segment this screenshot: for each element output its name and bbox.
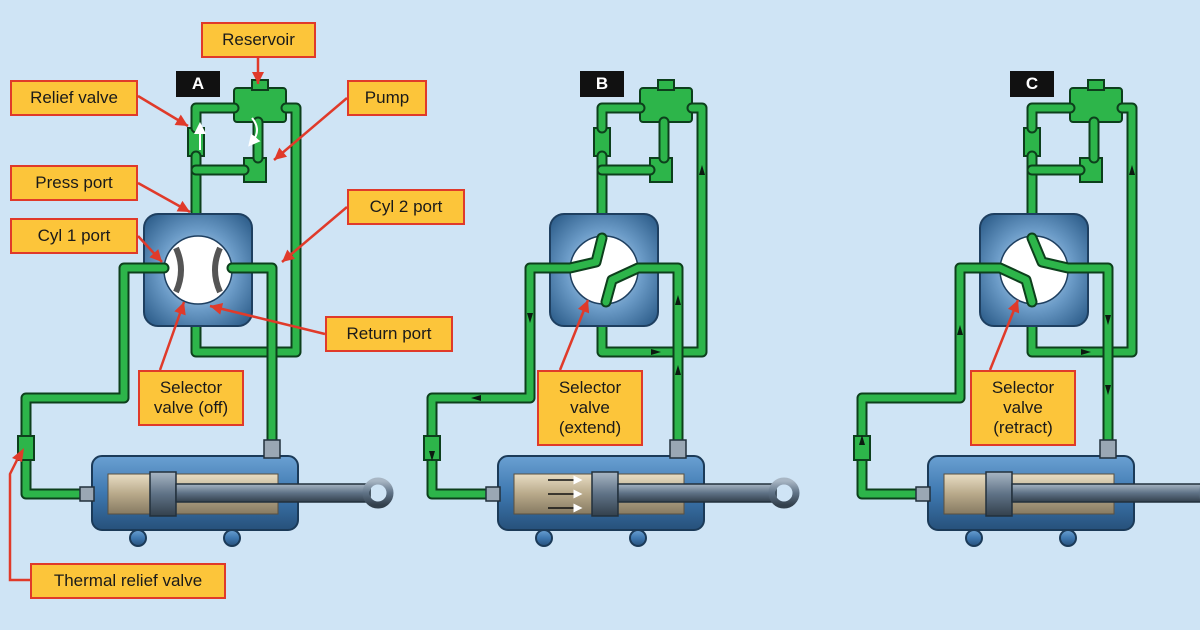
panel-a-piston	[149, 471, 177, 517]
panel-badge-b: B	[580, 71, 624, 97]
panel-a-line-cyl2	[228, 264, 276, 444]
panel-b-fitting-cyl1	[485, 486, 501, 502]
label-selector-off: Selector valve (off)	[138, 370, 244, 426]
panel-b-line-return	[598, 104, 706, 356]
panel-c-reservoir-cap	[1087, 79, 1105, 91]
label-selector-retract: Selector valve (retract)	[970, 370, 1076, 446]
label-pump: Pump	[347, 80, 427, 116]
pointer-selector-off	[158, 301, 186, 371]
panel-a-line-return	[192, 104, 300, 356]
panel-a-piston-rod	[175, 483, 371, 503]
panel-c-piston	[985, 471, 1013, 517]
pointer-relief-valve-head	[174, 114, 188, 126]
panel-b-line-cyl2	[602, 264, 682, 444]
label-return-port: Return port	[325, 316, 453, 352]
panel-c-cylinder-mount-left	[965, 529, 983, 547]
label-thermal-relief-valve: Thermal relief valve	[30, 563, 226, 599]
label-selector-extend: Selector valve (extend)	[537, 370, 643, 446]
label-cyl2-port: Cyl 2 port	[347, 189, 465, 225]
label-press-port: Press port	[10, 165, 138, 201]
panel-b-line-cyl1	[428, 234, 606, 498]
panel-a-rotor-land-left	[173, 246, 184, 294]
label-relief-valve: Relief valve	[10, 80, 138, 116]
panel-a-reservoir-cap	[251, 79, 269, 91]
pointer-return-port	[209, 304, 326, 336]
label-reservoir: Reservoir	[201, 22, 316, 58]
panel-c-line-cyl2	[1028, 234, 1112, 444]
panel-b-flow-arrow-4	[675, 295, 681, 305]
panel-c-line-return	[1028, 104, 1136, 356]
panel-b-cylinder-mount-right	[629, 529, 647, 547]
panel-b-flow-arrow-1	[527, 313, 533, 323]
panel-c-cylinder-mount-right	[1059, 529, 1077, 547]
pointer-thermal-relief-valve	[8, 457, 30, 582]
panel-b-flow-arrow-2	[471, 395, 481, 401]
panel-b-line-relief-return	[598, 104, 644, 132]
panel-c-fitting-cyl1	[915, 486, 931, 502]
panel-badge-c: C	[1010, 71, 1054, 97]
panel-a-rotor-land-right	[212, 246, 223, 294]
panel-a-cylinder-mount-left	[129, 529, 147, 547]
pointer-selector-extend	[558, 299, 590, 371]
panel-c-flow-arrow-1	[1105, 315, 1111, 325]
pointer-selector-retract	[988, 299, 1020, 371]
panel-a-fitting-cyl1	[79, 486, 95, 502]
pointer-selector-extend-head	[577, 300, 590, 314]
panel-badge-a: A	[176, 71, 220, 97]
pointer-thermal-relief-valve-head	[12, 448, 24, 462]
pointer-selector-off-head	[174, 302, 186, 316]
pointer-reservoir-head	[252, 72, 264, 84]
panel-c-flow-arrow-6	[1081, 349, 1091, 355]
panel-a-line-relief-return	[192, 104, 238, 132]
panel-b-flow-arrow-5	[675, 365, 681, 375]
panel-b-cylinder-mount-left	[535, 529, 553, 547]
panel-a-selector-valve-rotor	[163, 235, 233, 305]
panel-c-flow-arrow-2	[1105, 385, 1111, 395]
panel-c-flow-arrow-5	[1129, 165, 1135, 175]
pointer-cyl2-port-head	[282, 249, 296, 262]
panel-a-pump-flow-arrow	[248, 117, 261, 147]
panel-a-fitting-cyl2	[263, 439, 281, 459]
panel-b-piston	[591, 471, 619, 517]
panel-a-rod-end-eye	[362, 477, 394, 509]
panel-c-line-relief-return	[1028, 104, 1074, 132]
panel-c-piston-rod	[1011, 483, 1200, 503]
panel-b-flow-arrow-6	[699, 165, 705, 175]
panel-b-piston-rod	[617, 483, 777, 503]
pointer-return-port-head	[210, 303, 224, 315]
pointer-selector-retract-head	[1007, 300, 1020, 314]
panel-c-fitting-cyl2	[1099, 439, 1117, 459]
pointer-press-port-head	[176, 200, 190, 212]
label-cyl1-port: Cyl 1 port	[10, 218, 138, 254]
pointer-pump	[273, 97, 348, 161]
panel-b-reservoir-cap	[657, 79, 675, 91]
panel-b-flow-arrow-7	[651, 349, 661, 355]
panel-b-fitting-cyl2	[669, 439, 687, 459]
pointer-cyl2-port	[281, 206, 348, 263]
panel-b-rod-end-eye	[768, 477, 800, 509]
panel-a-line-cyl1	[22, 264, 168, 498]
panel-c-flow-arrow-4	[859, 435, 865, 445]
panel-a-cylinder-mount-right	[223, 529, 241, 547]
pointer-pump-head	[274, 147, 288, 160]
panel-c-flow-arrow-3	[957, 325, 963, 335]
panel-b-flow-arrow-3	[429, 451, 435, 461]
pointer-cyl1-port-head	[149, 249, 162, 262]
